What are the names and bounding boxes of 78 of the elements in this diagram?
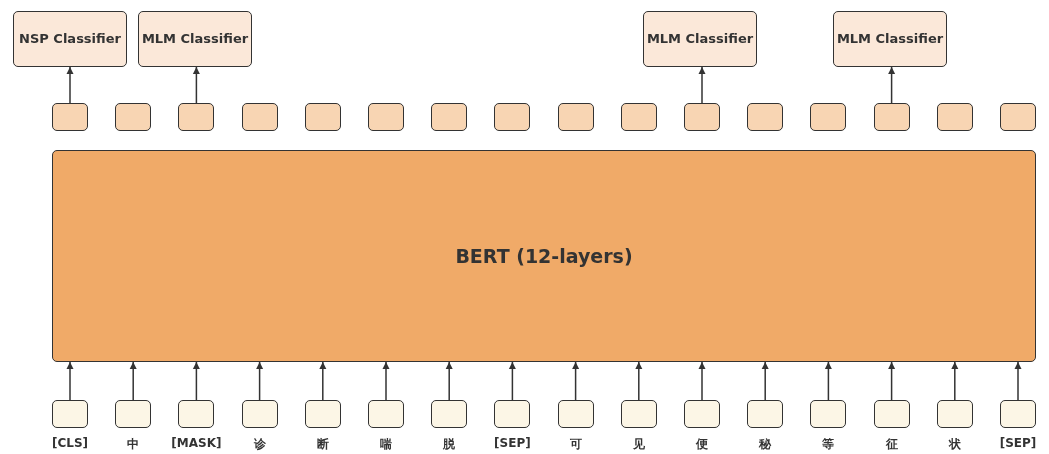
output-box: [368, 103, 404, 131]
output-box: [936, 103, 973, 131]
token-label: 喘: [380, 436, 392, 453]
classifier-label: MLM Classifier: [646, 31, 754, 47]
token-label: 便: [696, 436, 708, 453]
classifier-label: NSP Classifier: [19, 31, 121, 47]
output-box: [810, 103, 847, 131]
input-box: [620, 400, 657, 428]
classifier-box: [833, 11, 947, 67]
arrow: [951, 361, 959, 401]
classifier-box: [138, 11, 252, 67]
output-box: [684, 103, 720, 131]
classifier-box: [13, 11, 127, 67]
arrow: [319, 361, 327, 401]
input-box: [494, 400, 531, 428]
output-box: [1000, 103, 1036, 131]
token-label: [CLS]: [51, 436, 89, 450]
arrow: [256, 361, 264, 401]
classifier-label: MLM Classifier: [141, 31, 249, 47]
classifier-label: MLM Classifier: [836, 31, 944, 47]
arrow: [129, 361, 137, 401]
token-label: 征: [885, 436, 898, 453]
input-box: [241, 400, 278, 428]
token-label: 状: [948, 436, 961, 453]
arrow: [1014, 361, 1022, 401]
token-label: 可: [569, 436, 582, 453]
input-box: [684, 400, 720, 428]
output-box: [178, 103, 215, 131]
input-box: [810, 400, 847, 428]
output-box: [115, 103, 152, 131]
token-label: [MASK]: [171, 436, 222, 450]
output-box: [241, 103, 278, 131]
arrow: [761, 361, 769, 401]
arrow: [192, 361, 200, 401]
token-label: 诊: [253, 436, 266, 453]
input-box: [178, 400, 215, 428]
arrow: [192, 66, 200, 104]
arrow: [382, 361, 390, 401]
input-box: [1000, 400, 1036, 428]
token-label: [SEP]: [999, 436, 1037, 450]
arrow: [698, 66, 706, 104]
output-box: [557, 103, 594, 131]
output-box: [873, 103, 910, 131]
input-box: [368, 400, 404, 428]
input-box: [52, 400, 88, 428]
arrow: [635, 361, 643, 401]
arrow: [572, 361, 580, 401]
output-box: [304, 103, 341, 131]
output-box: [431, 103, 468, 131]
token-label: 断: [316, 436, 329, 453]
input-box: [747, 400, 784, 428]
output-box: [52, 103, 88, 131]
input-box: [304, 400, 341, 428]
token-label: 见: [632, 436, 645, 453]
arrow: [66, 361, 74, 401]
arrow: [698, 361, 706, 401]
arrow: [508, 361, 516, 401]
token-label: 秘: [759, 436, 772, 453]
input-box: [936, 400, 973, 428]
token-label: [SEP]: [494, 436, 531, 450]
output-box: [620, 103, 657, 131]
input-box: [557, 400, 594, 428]
input-box: [431, 400, 468, 428]
arrow: [888, 66, 896, 104]
model-label: BERT (12-layers): [455, 245, 633, 267]
input-box: [115, 400, 152, 428]
token-label: 等: [822, 436, 835, 453]
arrow: [445, 361, 453, 401]
input-box: [873, 400, 910, 428]
arrow: [824, 361, 832, 401]
token-label: 脱: [443, 436, 456, 453]
arrow: [66, 66, 74, 104]
classifier-box: [643, 11, 757, 67]
model-box: [52, 150, 1036, 362]
output-box: [494, 103, 531, 131]
arrow: [888, 361, 896, 401]
token-label: 中: [127, 436, 140, 453]
output-box: [747, 103, 784, 131]
